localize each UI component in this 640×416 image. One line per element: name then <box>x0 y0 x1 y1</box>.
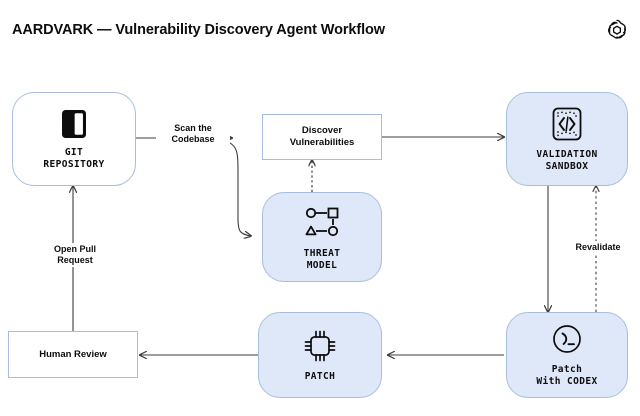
node-label-patch-with-codex: Patch With CODEX <box>536 364 598 387</box>
node-label-human-review: Human Review <box>39 348 107 360</box>
edge-label-revalidate: Revalidate <box>564 241 632 254</box>
node-discover-vulnerabilities[interactable]: Discover Vulnerabilities <box>262 114 382 160</box>
node-label-threat-model: THREAT MODEL <box>303 248 341 271</box>
node-human-review[interactable]: Human Review <box>8 331 138 378</box>
cpu-chip-icon <box>301 327 339 365</box>
edge-scan-branch-threat-model <box>223 139 251 236</box>
page-title: AARDVARK — Vulnerability Discovery Agent… <box>12 22 385 38</box>
node-label-git-repository: GIT REPOSITORY <box>43 147 105 170</box>
openai-logo <box>604 17 630 43</box>
node-validation-sandbox[interactable]: VALIDATION SANDBOX <box>506 92 628 186</box>
terminal-prompt-icon <box>549 322 585 358</box>
node-label-patch: PATCH <box>304 371 336 382</box>
book-icon <box>57 107 91 141</box>
code-brackets-icon <box>548 105 586 143</box>
node-git-repository[interactable]: GIT REPOSITORY <box>12 92 136 186</box>
node-graph-icon <box>300 202 344 242</box>
node-threat-model[interactable]: THREAT MODEL <box>262 192 382 282</box>
node-patch-with-codex[interactable]: Patch With CODEX <box>506 312 628 398</box>
edge-label-open-pull-request: Open Pull Request <box>38 243 112 267</box>
edge-label-scan-the-codebase: Scan the Codebase <box>156 122 230 146</box>
node-label-validation-sandbox: VALIDATION SANDBOX <box>536 149 598 172</box>
node-patch[interactable]: PATCH <box>258 312 382 398</box>
node-label-discover-vulnerabilities: Discover Vulnerabilities <box>289 125 355 148</box>
